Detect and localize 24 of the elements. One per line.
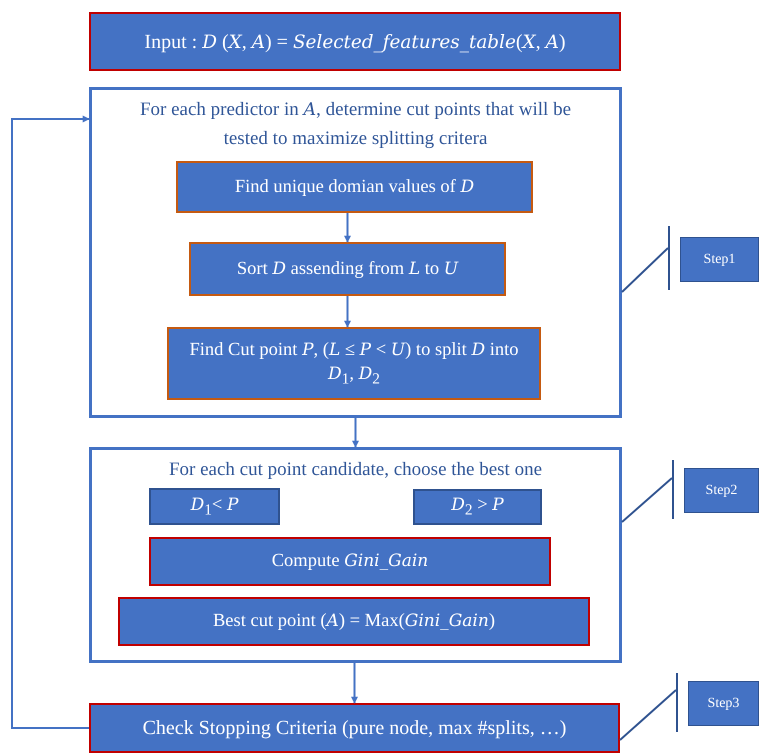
- step-callout: [672, 460, 759, 519]
- step-label: Step3: [708, 696, 740, 712]
- process-box: Input : D (X, A) = Selected_features_table(X, A): [89, 12, 621, 71]
- process-box: Compute Gini_Gain: [149, 537, 551, 586]
- step-label: Step2: [706, 482, 738, 498]
- group-frame: [89, 447, 622, 663]
- arrow: [11, 116, 90, 729]
- process-box: Sort D assending from L to U: [189, 242, 506, 296]
- arrow: [352, 418, 359, 448]
- group-frame: [89, 87, 622, 418]
- arrow: [351, 663, 358, 704]
- step-label: Step1: [704, 252, 736, 268]
- group-heading: For each cut point candidate, choose the best one: [168, 459, 542, 480]
- arrow: [344, 296, 351, 328]
- process-box: Check Stopping Criteria (pure node, max #splits, …): [89, 703, 620, 753]
- leader-line: [619, 689, 677, 741]
- process-box: Find unique domian values of D: [176, 161, 533, 213]
- leader-line: [621, 247, 669, 293]
- group-heading: For each predictor in A, determine cut points that will be tested to maximize splitting critera: [140, 99, 572, 148]
- process-box: Best cut point (A) = Max(Gini_Gain): [118, 597, 590, 646]
- step-callout: [668, 226, 759, 290]
- leader-line: [621, 477, 673, 523]
- arrow: [344, 213, 351, 243]
- step-callout: [676, 673, 759, 732]
